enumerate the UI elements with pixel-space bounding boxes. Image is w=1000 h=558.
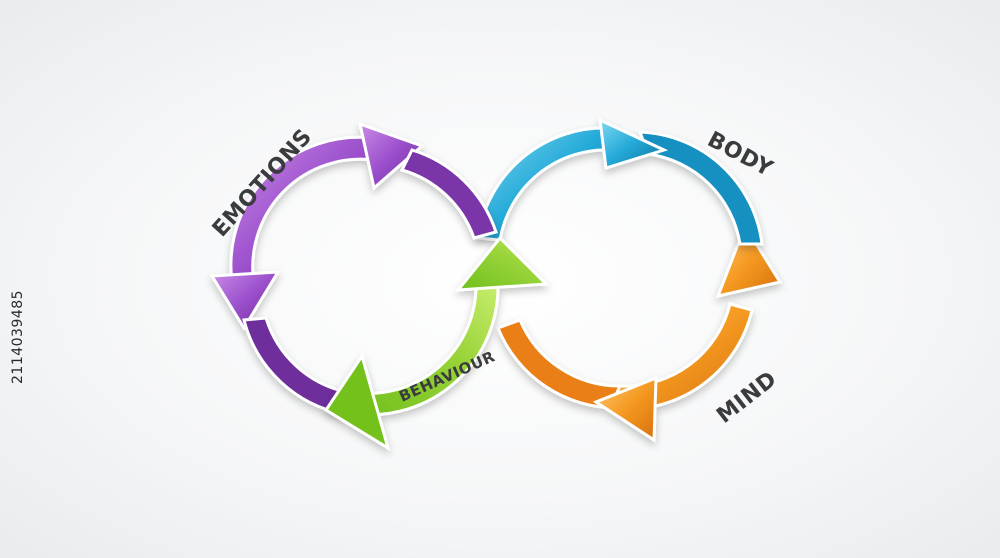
- mind-label: MIND: [712, 367, 782, 429]
- stock-id: 2114039485: [10, 290, 26, 384]
- mind-orange-arrow: [496, 222, 783, 443]
- body-blue-arrow: [476, 117, 764, 246]
- behaviour-label: BEHAVIOUR: [396, 347, 497, 405]
- behaviour-green-arrow: [323, 235, 550, 452]
